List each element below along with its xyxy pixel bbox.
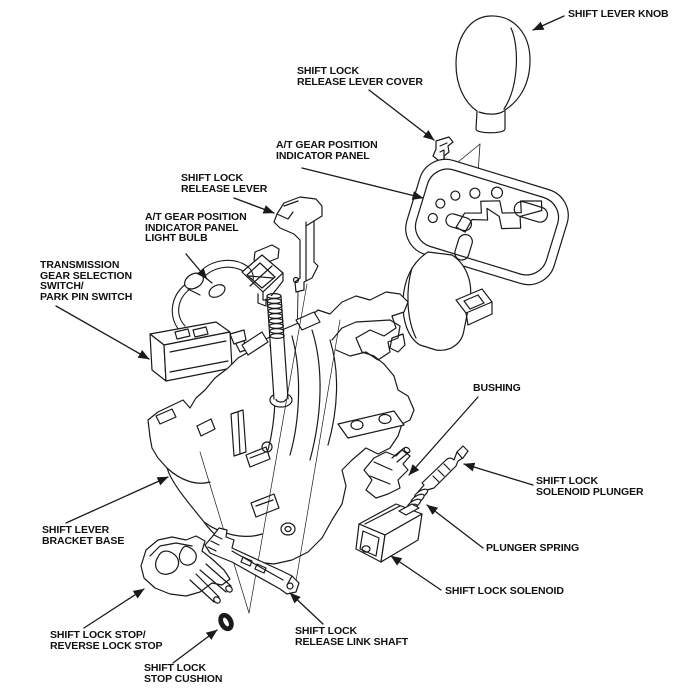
label-shift-lock-solenoid-plunger: SHIFT LOCK SOLENOID PLUNGER — [536, 475, 644, 498]
shift-lock-release-link-shaft-drawing — [205, 528, 299, 594]
label-plunger-spring: PLUNGER SPRING — [486, 542, 580, 554]
shift-lock-solenoid-drawing — [356, 504, 422, 562]
leader-plunger-spring — [427, 505, 483, 548]
leader-bushing — [409, 397, 478, 475]
leader-indicator-panel — [302, 168, 423, 200]
connector-block-drawing — [242, 245, 283, 306]
label-shift-lock-stop-cushion: SHIFT LOCK STOP CUSHION — [144, 662, 223, 685]
label-shift-lock-release-link-shaft: SHIFT LOCK RELEASE LINK SHAFT — [295, 625, 409, 648]
leader-release-link-shaft — [290, 593, 323, 624]
leader-solenoid-plunger — [464, 462, 533, 485]
leader-shift-lock-stop — [84, 589, 144, 628]
leader-light-bulb — [186, 254, 207, 279]
threaded-rod-drawing — [267, 294, 288, 399]
leader-bracket-base — [66, 477, 168, 523]
label-at-indicator-panel-light-bulb: A/T GEAR POSITION INDICATOR PANEL LIGHT … — [145, 211, 247, 245]
leader-stop-cushion — [173, 630, 217, 663]
label-shift-lock-stop: SHIFT LOCK STOP/ REVERSE LOCK STOP — [50, 629, 163, 652]
shift-lock-stop-cushion-drawing — [216, 611, 236, 633]
leader-shift-lever-knob — [533, 16, 564, 30]
bushing-drawing — [364, 446, 411, 498]
label-bushing: BUSHING — [473, 382, 521, 394]
at-gear-position-indicator-panel-drawing — [399, 153, 575, 292]
leader-arrows — [56, 16, 564, 663]
shift-lock-stop-drawing — [141, 536, 233, 604]
leader-release-lever-cover — [369, 90, 434, 140]
leader-shift-lock-solenoid — [391, 556, 441, 590]
label-shift-lock-release-lever-cover: SHIFT LOCK RELEASE LEVER COVER — [297, 65, 423, 88]
leader-transmission-switch — [56, 306, 149, 359]
shift-lock-solenoid-plunger-drawing — [418, 446, 468, 495]
label-shift-lock-release-lever: SHIFT LOCK RELEASE LEVER — [181, 172, 268, 195]
transmission-switch-drawing — [150, 322, 246, 381]
label-shift-lever-knob: SHIFT LEVER KNOB — [568, 8, 669, 20]
shift-lever-knob-drawing — [456, 16, 530, 133]
leader-release-lever — [234, 198, 274, 213]
label-at-gear-position-indicator-panel: A/T GEAR POSITION INDICATOR PANEL — [276, 139, 378, 162]
label-shift-lock-solenoid: SHIFT LOCK SOLENOID — [445, 585, 564, 597]
label-transmission-gear-selection-switch: TRANSMISSION GEAR SELECTION SWITCH/ PARK… — [40, 259, 133, 303]
label-shift-lever-bracket-base: SHIFT LEVER BRACKET BASE — [42, 524, 125, 547]
